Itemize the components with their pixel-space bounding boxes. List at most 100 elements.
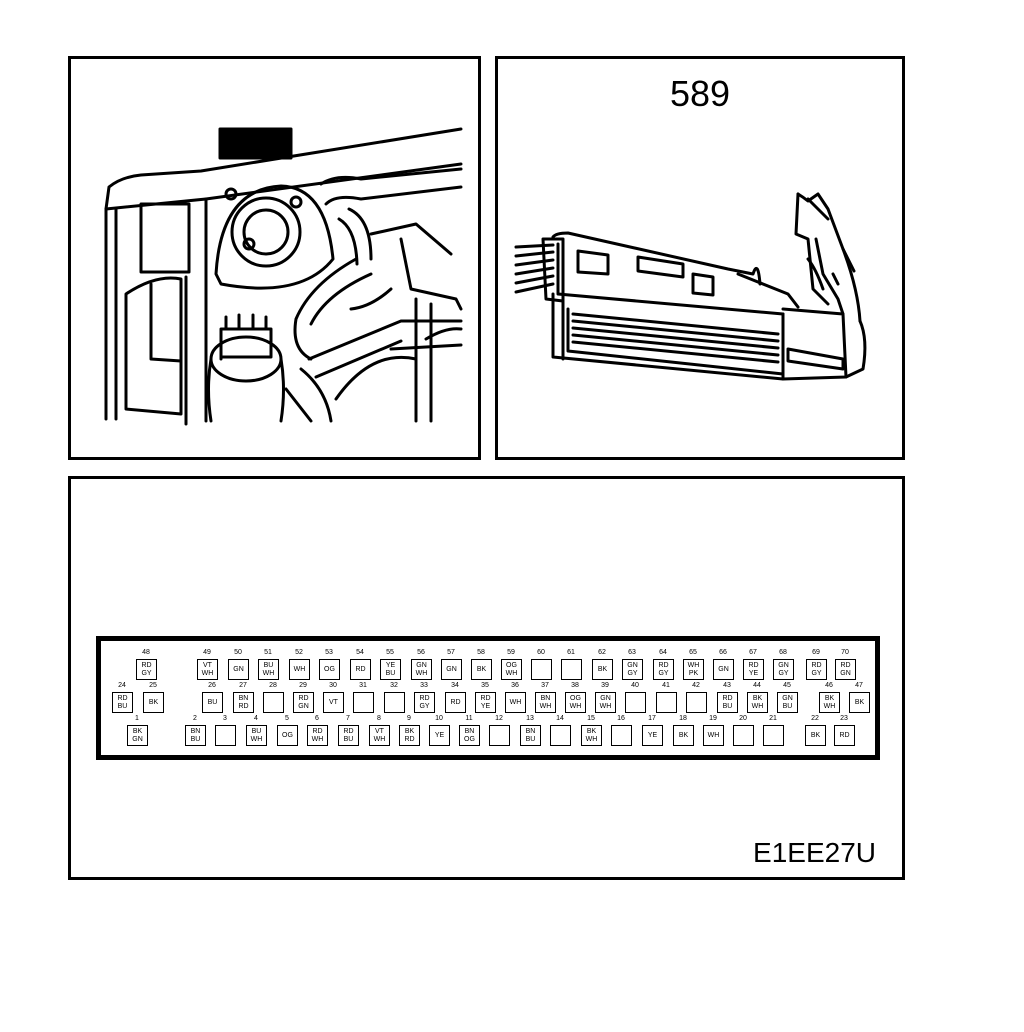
wire-color-code: BN bbox=[525, 727, 536, 735]
wire-color-code: WH bbox=[311, 735, 324, 743]
wire-color-code: YE bbox=[434, 731, 445, 739]
pin-cavity: BK bbox=[592, 659, 613, 680]
pin-number: 38 bbox=[571, 682, 579, 689]
pin-number: 36 bbox=[511, 682, 519, 689]
pin-number: 49 bbox=[203, 649, 211, 656]
wire-color-code: BU bbox=[263, 661, 274, 669]
pin-number: 62 bbox=[598, 649, 606, 656]
wire-color-code: BK bbox=[586, 727, 597, 735]
pin-cavity: WH bbox=[289, 659, 310, 680]
wire-color-code: WH bbox=[293, 665, 306, 673]
wire-color-code: GN bbox=[600, 694, 611, 702]
wire-color-code: BK bbox=[752, 694, 763, 702]
pin-number: 68 bbox=[779, 649, 787, 656]
pin-cavity bbox=[656, 692, 677, 713]
wire-color-code: YE bbox=[385, 661, 396, 669]
wire-color-code: OG bbox=[324, 665, 335, 673]
wire-color-code: RD bbox=[141, 661, 152, 669]
pin-number: 43 bbox=[723, 682, 731, 689]
wire-color-code: BK bbox=[854, 698, 865, 706]
engine-bay-illustration bbox=[104, 127, 463, 426]
wire-color-code: BU bbox=[117, 702, 128, 710]
wire-color-code: RD bbox=[312, 727, 323, 735]
pin-number: 12 bbox=[495, 715, 503, 722]
wire-color-code: VT bbox=[375, 727, 384, 735]
pin-cavity: BK bbox=[143, 692, 164, 713]
wire-color-code: BU bbox=[385, 669, 396, 677]
wire-color-code: WH bbox=[415, 669, 428, 677]
figure-code: E1EE27U bbox=[753, 837, 876, 868]
wire-color-code: BU bbox=[190, 735, 201, 743]
pin-number: 24 bbox=[118, 682, 126, 689]
wire-color-code: WH bbox=[687, 661, 700, 669]
wire-color-code: RD bbox=[238, 702, 249, 710]
pin-number: 34 bbox=[451, 682, 459, 689]
pin-cavity: BK bbox=[471, 659, 492, 680]
pin-number: 40 bbox=[631, 682, 639, 689]
wire-color-code: WH bbox=[569, 702, 582, 710]
wire-color-code: WH bbox=[585, 735, 598, 743]
pin-number: 41 bbox=[662, 682, 670, 689]
pin-number: 57 bbox=[447, 649, 455, 656]
pin-number: 1 bbox=[135, 715, 139, 722]
wire-color-code: PK bbox=[688, 669, 699, 677]
pin-cavity: OG bbox=[319, 659, 340, 680]
wire-color-code: GN bbox=[298, 702, 309, 710]
wire-color-code: BU bbox=[722, 702, 733, 710]
pin-number: 66 bbox=[719, 649, 727, 656]
wire-color-code: GN bbox=[233, 665, 244, 673]
pin-cavity bbox=[384, 692, 405, 713]
pin-number: 13 bbox=[526, 715, 534, 722]
pin-cavity: RD bbox=[445, 692, 466, 713]
wire-color-code: GN bbox=[416, 661, 427, 669]
pin-cavity: WH bbox=[505, 692, 526, 713]
pin-number: 5 bbox=[285, 715, 289, 722]
pin-cavity: RD bbox=[350, 659, 371, 680]
pin-cavity: YE bbox=[642, 725, 663, 746]
wire-color-code: GN bbox=[778, 661, 789, 669]
wire-color-code: RD bbox=[840, 661, 851, 669]
wire-color-code: RD bbox=[117, 694, 128, 702]
wire-color-code: YE bbox=[748, 669, 759, 677]
wire-color-code: WH bbox=[201, 669, 214, 677]
pin-number: 17 bbox=[648, 715, 656, 722]
wire-color-code: BK bbox=[476, 665, 487, 673]
pin-number: 42 bbox=[692, 682, 700, 689]
wire-color-code: WH bbox=[373, 735, 386, 743]
wire-color-code: RD bbox=[419, 694, 430, 702]
pin-number: 30 bbox=[329, 682, 337, 689]
pin-cavity: BK bbox=[805, 725, 826, 746]
pin-cavity bbox=[215, 725, 236, 746]
pin-number: 21 bbox=[769, 715, 777, 722]
pin-number: 35 bbox=[481, 682, 489, 689]
wire-color-code: BK bbox=[810, 731, 821, 739]
pin-number: 19 bbox=[709, 715, 717, 722]
wire-color-code: GN bbox=[840, 669, 851, 677]
pin-cavity: BK bbox=[673, 725, 694, 746]
pin-number: 61 bbox=[567, 649, 575, 656]
pin-number: 28 bbox=[269, 682, 277, 689]
wire-color-code: BN bbox=[464, 727, 475, 735]
pin-cavity bbox=[353, 692, 374, 713]
wire-color-code: BN bbox=[238, 694, 249, 702]
pin-number: 16 bbox=[617, 715, 625, 722]
pin-number: 27 bbox=[239, 682, 247, 689]
